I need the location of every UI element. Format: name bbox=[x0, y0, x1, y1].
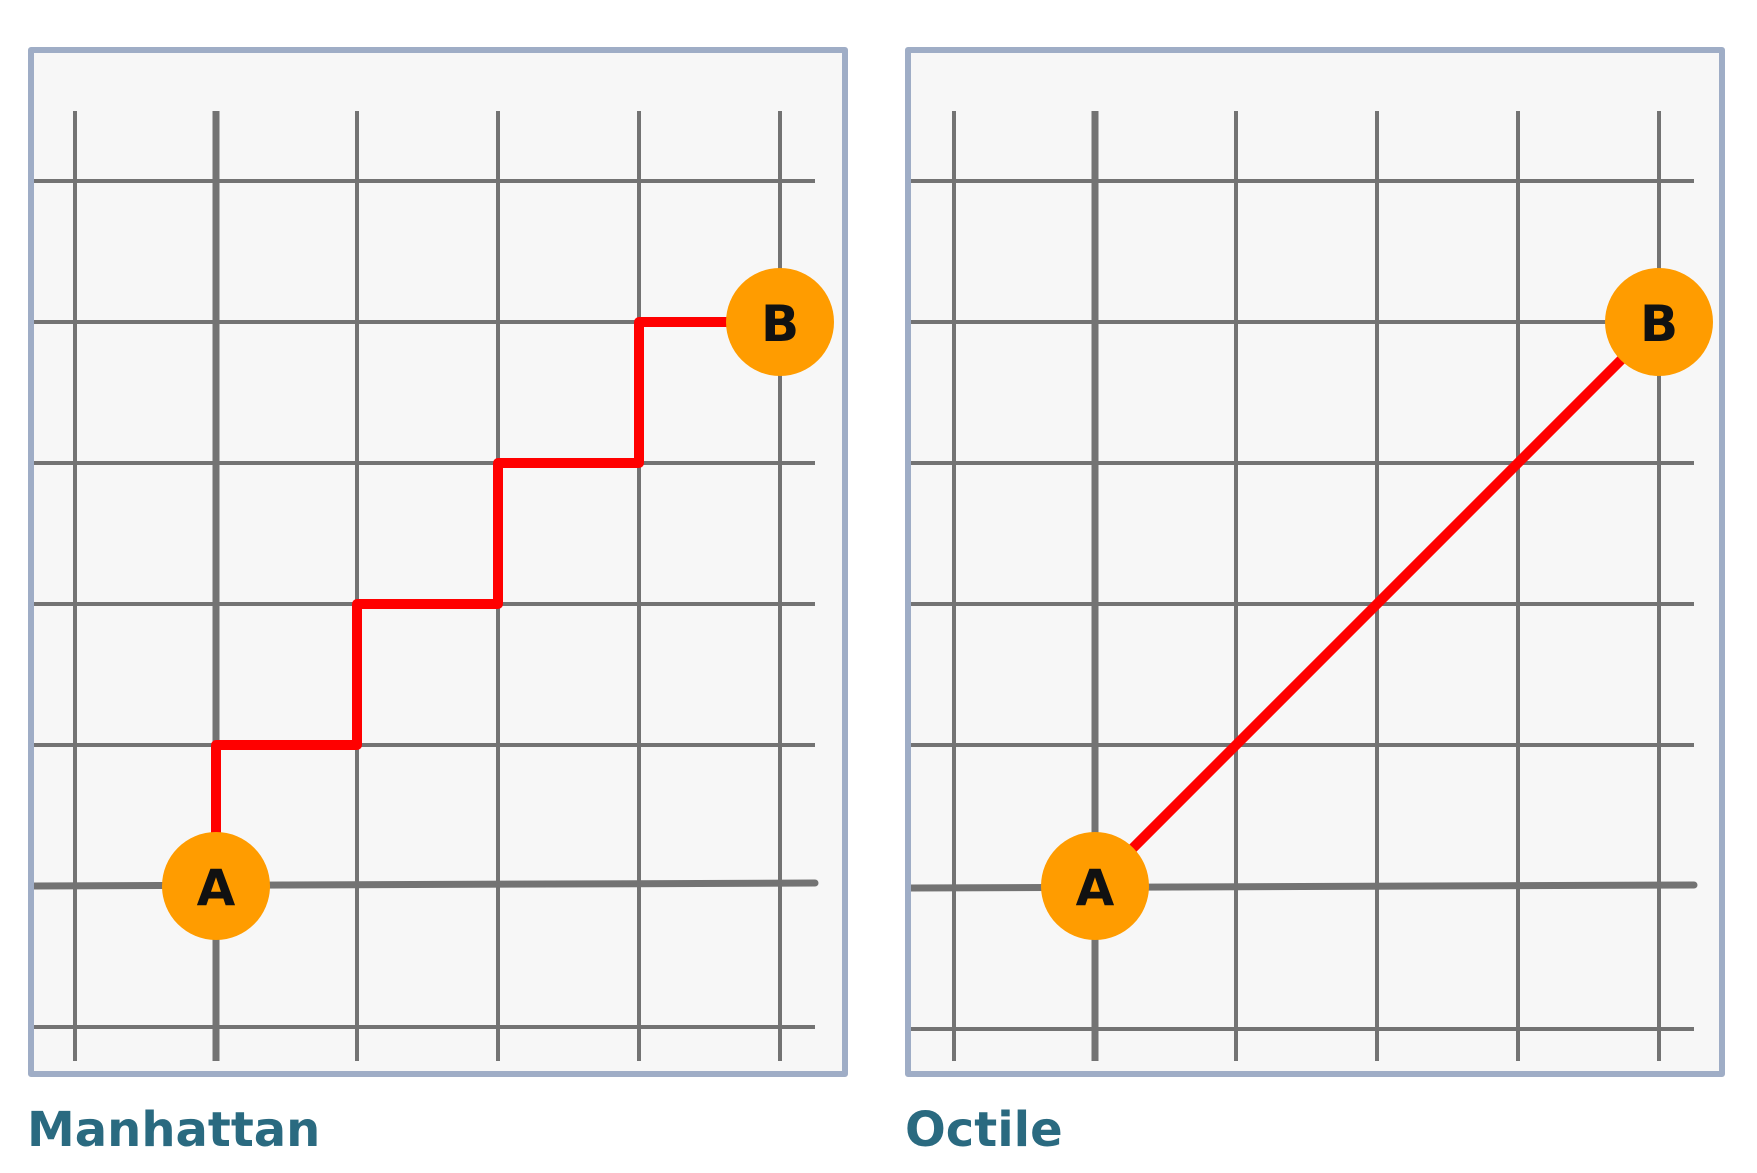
octile-panel: A B bbox=[905, 47, 1725, 1077]
node-a-label: A bbox=[1076, 859, 1115, 917]
node-b-circle bbox=[1605, 268, 1713, 376]
manhattan-diagram: A B bbox=[34, 111, 834, 1061]
node-b-circle bbox=[726, 268, 834, 376]
node-a: A bbox=[1041, 832, 1149, 940]
node-b-label: B bbox=[761, 295, 799, 353]
octile-path bbox=[1090, 317, 1664, 891]
grid-horizontal-axis bbox=[34, 879, 819, 890]
node-a: A bbox=[162, 832, 270, 940]
node-b: B bbox=[1605, 268, 1713, 376]
grid bbox=[34, 111, 819, 1061]
node-b: B bbox=[726, 268, 834, 376]
node-a-circle bbox=[162, 832, 270, 940]
octile-caption: Octile bbox=[905, 1102, 1063, 1158]
octile-diagram: A B bbox=[911, 111, 1713, 1061]
manhattan-panel: A B bbox=[28, 47, 848, 1077]
node-a-label: A bbox=[197, 859, 236, 917]
node-a-circle bbox=[1041, 832, 1149, 940]
grid bbox=[911, 111, 1698, 1061]
manhattan-caption: Manhattan bbox=[27, 1102, 321, 1158]
manhattan-path bbox=[211, 317, 780, 886]
grid-horizontal-axis bbox=[911, 881, 1698, 892]
node-b-label: B bbox=[1640, 295, 1678, 353]
